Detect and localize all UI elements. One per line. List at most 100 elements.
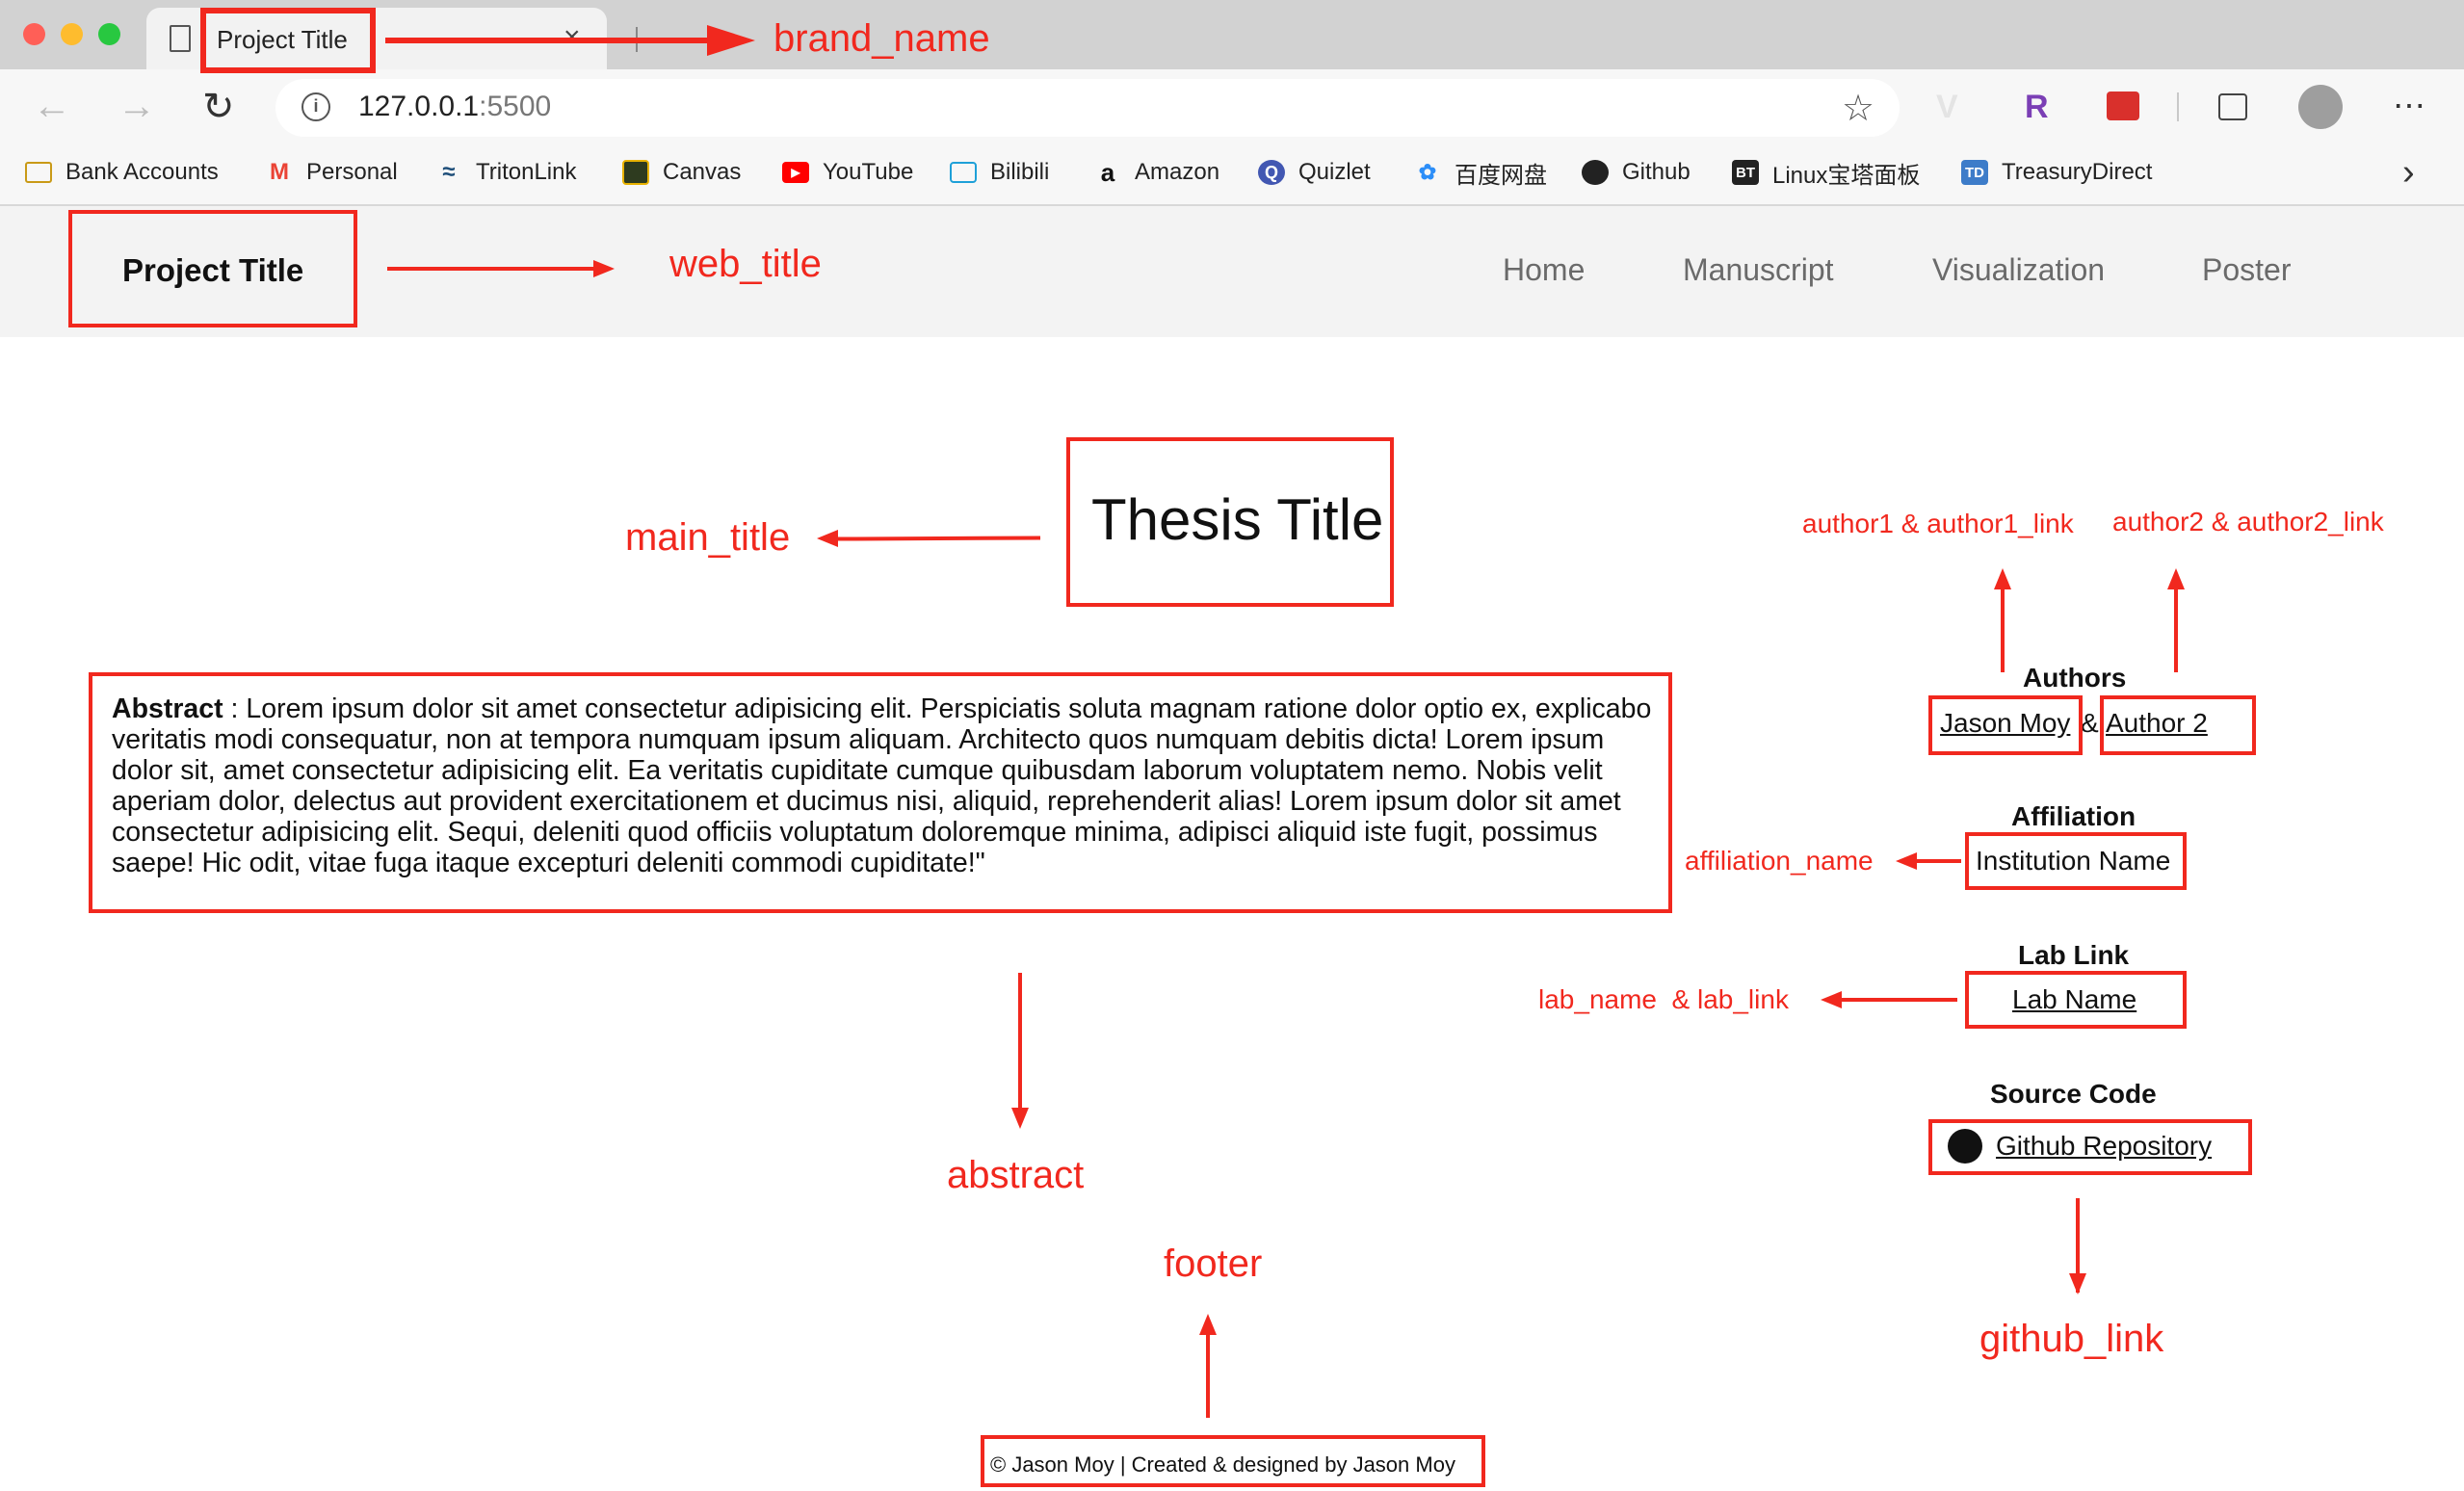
chevron-right-icon[interactable]: ›	[2402, 152, 2415, 193]
web-title-arrow	[387, 267, 597, 271]
youtube-icon: ▶	[782, 162, 809, 183]
main-title-arrow	[837, 536, 1041, 541]
bookmark-linux-panel[interactable]: BT Linux宝塔面板	[1732, 156, 1920, 189]
github-icon	[1948, 1129, 1982, 1164]
profile-avatar-icon[interactable]	[2298, 85, 2343, 129]
abstract-arrow	[1018, 973, 1022, 1117]
reload-icon[interactable]: ↻	[202, 86, 235, 128]
amazon-icon: a	[1100, 157, 1115, 187]
canvas-icon	[622, 160, 649, 185]
lab-link[interactable]: Lab Name	[2012, 984, 2137, 1014]
author1-arrowhead	[1994, 568, 2011, 589]
brand-name-label: brand_name	[773, 17, 990, 60]
brand-name-box	[200, 8, 376, 73]
minimize-window-button[interactable]	[61, 23, 83, 45]
lab-annotation: lab_name & lab_link	[1538, 984, 1789, 1014]
lab-heading: Lab Link	[2018, 940, 2130, 970]
folder-icon	[25, 162, 52, 183]
github-arrowhead	[2069, 1273, 2086, 1295]
abstract-label: Abstract	[112, 693, 223, 724]
nav-manuscript[interactable]: Manuscript	[1683, 252, 1834, 287]
github-link-annotation: github_link	[1979, 1318, 2164, 1360]
site-info-icon[interactable]: i	[301, 92, 330, 121]
web-title-label: web_title	[669, 243, 822, 285]
bookmark-youtube[interactable]: ▶ YouTube	[782, 156, 913, 189]
bookmark-treasurydirect[interactable]: TD TreasuryDirect	[1961, 156, 2152, 189]
authors-heading: Authors	[2023, 663, 2127, 693]
author2-box	[2100, 695, 2256, 755]
zoom-window-button[interactable]	[98, 23, 120, 45]
close-window-button[interactable]	[23, 23, 45, 45]
bookmark-github[interactable]: Github	[1582, 156, 1691, 189]
web-title-arrowhead	[593, 260, 615, 277]
bookmark-bilibili[interactable]: Bilibili	[950, 156, 1049, 189]
bookmark-quizlet[interactable]: Q Quizlet	[1258, 156, 1371, 189]
bilibili-icon	[950, 162, 977, 183]
github-repository-link[interactable]: Github Repository	[1996, 1131, 2213, 1161]
affiliation-heading: Affiliation	[2011, 801, 2136, 831]
main-title-label: main_title	[625, 516, 791, 559]
author1-arrow	[2001, 586, 2005, 672]
footer-arrowhead	[1199, 1314, 1217, 1335]
main-title-box	[1066, 437, 1394, 607]
author2-annotation: author2 & author2_link	[2112, 507, 2384, 536]
tab-close-icon[interactable]: ×	[564, 21, 581, 54]
site-brand[interactable]: Project Title	[122, 252, 304, 288]
affiliation-annotation: affiliation_name	[1685, 846, 1874, 876]
abstract-box	[89, 672, 1672, 913]
extension-v-icon[interactable]: V	[1936, 89, 1958, 125]
tritonlink-icon: ≈	[442, 159, 456, 185]
footer-arrow	[1206, 1331, 1210, 1418]
nav-home[interactable]: Home	[1503, 252, 1586, 287]
author2-arrow	[2174, 586, 2178, 672]
back-icon[interactable]: ←	[33, 85, 71, 127]
bookmark-tritonlink[interactable]: ≈ TritonLink	[435, 156, 576, 189]
nav-poster[interactable]: Poster	[2202, 252, 2292, 287]
site-navbar	[0, 206, 2464, 337]
lab-arrowhead	[1821, 991, 1842, 1008]
source-code-heading: Source Code	[1990, 1079, 2157, 1109]
author2-arrowhead	[2167, 568, 2185, 589]
bookmark-baidu[interactable]: ✿ 百度网盘	[1414, 156, 1547, 189]
bookmark-personal[interactable]: M Personal	[266, 156, 398, 189]
nav-visualization[interactable]: Visualization	[1932, 252, 2106, 287]
lab-arrow	[1842, 998, 1957, 1002]
github-box	[1928, 1119, 2252, 1175]
bt-icon: BT	[1732, 160, 1759, 185]
affiliation-arrowhead	[1896, 852, 1917, 870]
gmail-icon: M	[270, 159, 289, 185]
collections-icon[interactable]	[2218, 93, 2247, 120]
abstract-annotation: abstract	[947, 1154, 1085, 1196]
bookmark-canvas[interactable]: Canvas	[622, 156, 741, 189]
web-title-box	[68, 210, 357, 327]
td-icon: TD	[1961, 160, 1988, 185]
thesis-title: Thesis Title	[1091, 487, 1384, 552]
quizlet-icon: Q	[1258, 160, 1285, 185]
forward-icon[interactable]: →	[118, 85, 156, 127]
baidu-icon: ✿	[1418, 160, 1437, 184]
toolbar-divider	[2177, 92, 2179, 121]
abstract-body: : Lorem ipsum dolor sit amet consectetur…	[112, 693, 1652, 878]
author-separator: &	[2081, 708, 2099, 738]
affiliation-box	[1965, 832, 2187, 890]
author2-link[interactable]: Author 2	[2106, 708, 2208, 738]
document-icon	[170, 25, 191, 52]
abstract-text: Abstract : Lorem ipsum dolor sit amet co…	[112, 693, 1672, 878]
brand-name-arrow	[385, 38, 713, 43]
bookmark-amazon[interactable]: a Amazon	[1094, 156, 1219, 189]
bookmarks-bar	[0, 146, 2464, 206]
extension-r-icon[interactable]: R	[2025, 89, 2049, 125]
github-arrow	[2076, 1198, 2080, 1293]
tab-title: Project Title	[217, 25, 348, 54]
address-bar[interactable]	[275, 79, 1900, 137]
bookmark-bank-accounts[interactable]: Bank Accounts	[25, 156, 219, 189]
more-menu-icon[interactable]: ⋯	[2393, 88, 2425, 124]
abstract-arrowhead	[1011, 1108, 1029, 1129]
favorite-star-icon[interactable]: ☆	[1842, 89, 1875, 129]
main-title-arrowhead	[817, 530, 838, 547]
site-footer: © Jason Moy | Created & designed by Jaso…	[990, 1452, 1455, 1477]
author1-link[interactable]: Jason Moy	[1940, 708, 2071, 738]
url-text[interactable]: 127.0.0.1:5500	[358, 91, 552, 122]
extension-red-icon[interactable]	[2107, 92, 2139, 120]
lab-box	[1965, 971, 2187, 1029]
